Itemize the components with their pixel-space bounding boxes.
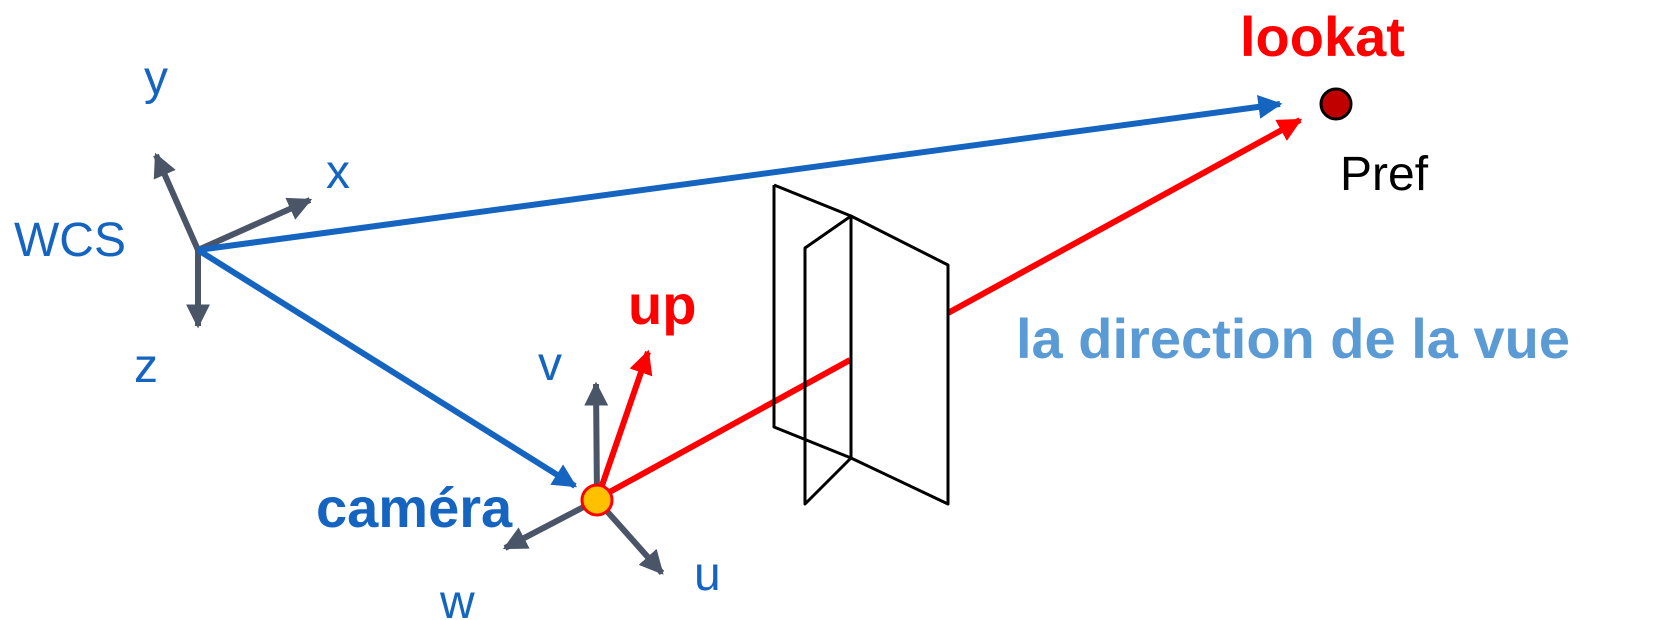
camera-point: [580, 483, 614, 517]
wcs-y-label: y: [144, 52, 168, 105]
wcs-axes: [153, 152, 313, 329]
wcs-y-axis: [153, 152, 201, 252]
camera-u-label: u: [694, 548, 721, 601]
view-plane-back: [772, 183, 853, 460]
wcs-x-axis: [196, 197, 313, 253]
camera-w-label: w: [439, 576, 475, 620]
wcs-to-lookat-vector: [197, 94, 1283, 253]
camera-w-axis: [502, 497, 599, 551]
view-plane-shape: [772, 183, 950, 506]
camera-v-label: v: [538, 338, 562, 391]
up-vector: [594, 349, 653, 501]
view-direction-line-far: [946, 117, 1303, 316]
wcs-label: WCS: [14, 214, 126, 267]
camera-label: caméra: [316, 476, 513, 539]
pref-point: [1319, 87, 1353, 121]
lookat-label: lookat: [1240, 5, 1405, 68]
pref-label: Pref: [1340, 148, 1429, 201]
camera-v-axis: [584, 381, 609, 501]
view-direction-label: la direction de la vue: [1016, 307, 1570, 370]
view-plane-front: [850, 214, 950, 506]
up-label: up: [628, 273, 696, 336]
view-direction-line-near: [593, 357, 852, 503]
wcs-to-camera-vector: [196, 247, 578, 489]
wcs-x-label: x: [326, 146, 350, 199]
wcs-z-label: z: [134, 340, 158, 393]
view-plane-inner: [803, 214, 853, 506]
